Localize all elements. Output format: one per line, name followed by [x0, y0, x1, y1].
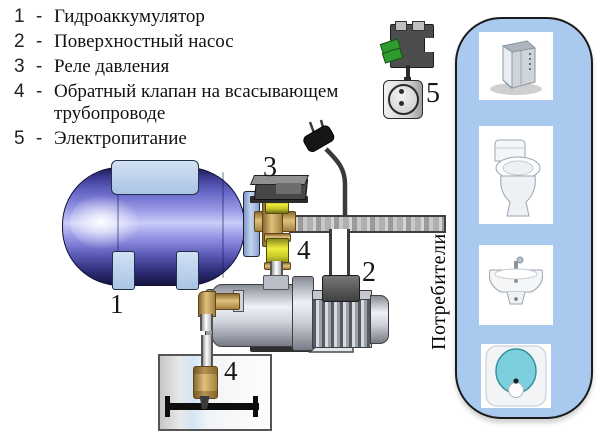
legend-number: 3: [14, 56, 25, 77]
legend-label: Электропитание: [54, 128, 187, 149]
breaker-notch: [424, 38, 434, 52]
legend-dash: -: [36, 56, 43, 77]
breaker-clip: [395, 21, 407, 31]
pump-discharge-port: [263, 275, 289, 290]
strainer-end: [165, 396, 170, 417]
breaker-wire: [406, 65, 410, 82]
label-check-valve-upper: 4: [297, 235, 311, 265]
legend-label: Обратный клапан на всасывающем трубопров…: [54, 81, 339, 124]
plug-prong: [308, 121, 316, 134]
strainer-bar: [167, 403, 259, 410]
motor-fins: [312, 299, 372, 348]
legend-label: Гидроаккумулятор: [54, 6, 205, 27]
toilet-icon: [494, 139, 541, 217]
consumers-title: Потребители: [428, 233, 450, 351]
label-tank: 1: [110, 289, 124, 319]
legend-number: 2: [14, 31, 25, 52]
suction-pipe: [200, 314, 213, 331]
consumer-card-toilet: [479, 126, 553, 224]
tank-foot: [176, 251, 199, 290]
pump-discharge-pipe: [270, 261, 283, 276]
shower-cabin-icon: [490, 40, 542, 95]
motor-end-cap: [370, 295, 389, 344]
pump-cable-conduit: [329, 229, 350, 276]
legend-item-check-valve: 4 - Обратный клапан на всасывающем трубо…: [14, 81, 384, 125]
consumer-card-washbasin: [479, 245, 553, 325]
legend-dash: -: [36, 128, 43, 149]
legend-item-tank: 1 - Гидроаккумулятор: [14, 6, 384, 28]
legend: 1 - Гидроаккумулятор 2 - Поверхностный н…: [14, 6, 384, 153]
tank-seam: [117, 172, 119, 278]
tank-seam: [222, 172, 224, 278]
legend-item-power: 5 - Электропитание: [14, 128, 384, 150]
consumer-card-water-heater: [481, 344, 551, 408]
socket-hole: [399, 101, 404, 106]
legend-item-pump: 2 - Поверхностный насос: [14, 31, 384, 53]
supply-pipe: [289, 215, 446, 233]
legend-dash: -: [36, 6, 43, 27]
legend-dash: -: [36, 81, 43, 102]
consumers-panel: [455, 17, 593, 419]
label-check-valve-well: 4: [224, 356, 238, 386]
socket-face-icon: [388, 84, 419, 115]
tank-highlight: [70, 193, 144, 251]
legend-label: Реле давления: [54, 56, 170, 77]
label-power: 5: [426, 78, 440, 109]
legend-label: Поверхностный насос: [54, 31, 234, 52]
legend-number: 4: [14, 81, 25, 102]
legend-number: 1: [14, 6, 25, 27]
label-pump: 2: [362, 257, 376, 288]
breaker-clip: [412, 21, 425, 31]
washbasin-icon: [489, 256, 543, 305]
consumer-card-shower: [479, 32, 553, 100]
power-cable: [324, 147, 348, 216]
pump-collar: [292, 276, 314, 351]
label-relay: 3: [263, 152, 277, 183]
tank-foot: [112, 251, 135, 290]
legend-item-relay: 3 - Реле давления: [14, 56, 384, 78]
water-heater-icon: [485, 345, 547, 407]
power-plug-and-cable: [303, 119, 348, 216]
strainer-end: [253, 396, 258, 417]
legend-dash: -: [36, 31, 43, 52]
socket-hole: [399, 89, 404, 94]
pressure-relay-panel: [276, 183, 301, 194]
legend-number: 5: [14, 128, 25, 149]
motor-terminal-box: [322, 275, 360, 302]
check-valve-well: [193, 366, 218, 399]
suction-pipe: [201, 335, 213, 368]
plug-body-icon: [303, 125, 335, 152]
tank-top-bracket: [111, 160, 199, 195]
foot-valve-tip: [199, 396, 210, 409]
